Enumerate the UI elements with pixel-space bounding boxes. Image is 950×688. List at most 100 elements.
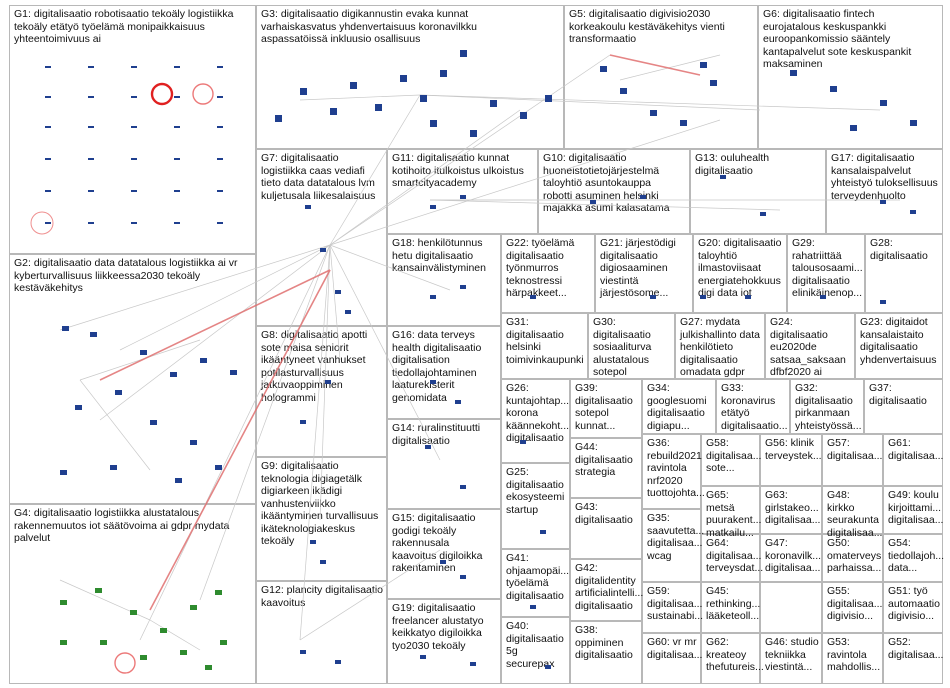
group-label-g1: G1: digitalisaatio robotisaatio tekoäly … [14,8,234,45]
node-marker [350,82,357,89]
group-label-g57: G57: digitalisaa... [827,437,883,462]
node-marker [620,88,627,94]
node-marker [420,95,427,102]
node-marker [700,295,706,299]
node-marker [430,205,436,209]
group-label-g59: G59: digitalisaa... sustainabi... [647,585,704,622]
node-marker [45,66,51,68]
node-marker [217,158,223,160]
node-marker [880,300,886,304]
group-box-g37: G37: digitalisaatio [864,379,943,434]
group-label-g47: G47: koronavilk... digitalisaa... [765,537,822,574]
group-label-g15: G15: digitalisaatio godigi tekoäly raken… [392,512,483,574]
node-marker [460,285,466,289]
group-label-g18: G18: henkilötunnus hetu digitalisaatio k… [392,237,486,274]
node-marker [430,295,436,299]
group-label-g46: G46: studio tekniikka viestintä... [765,636,819,673]
node-marker [545,95,552,102]
node-marker [820,295,826,299]
group-label-g33: G33: koronavirus etätyö digitalisaatio..… [721,382,788,432]
group-box-g27: G27: mydata julkishallinto data henkilöt… [675,313,765,379]
group-label-g19: G19: digitalisaatio freelancer alustatyo… [392,602,484,652]
node-marker [180,650,187,655]
group-label-g21: G21: järjestödigi digitalisaatio digiosa… [600,237,676,299]
group-label-g64: G64: digitalisaa... terveysdat... [706,537,764,574]
group-box-g25: G25: digitalisaatio ekosysteemi startup [501,463,570,549]
node-marker [320,560,326,564]
node-marker [45,222,51,224]
node-marker [375,104,382,111]
group-label-g39: G39: digitalisaatio sotepol kunnat... [575,382,633,432]
group-label-g17: G17: digitalisaatio kansalaispalvelut yh… [831,152,938,202]
node-marker [230,370,237,375]
node-marker [174,66,180,68]
group-box-g7: G7: digitalisaatio logistiikka caas vedi… [256,149,387,326]
node-marker [174,222,180,224]
node-marker [200,358,207,363]
group-box-g20: G20: digitalisaatio taloyhtiö ilmastovii… [693,234,787,313]
group-box-g50: G50: omaterveys parhaissa... [822,534,883,582]
group-box-g45-lower [760,582,822,633]
group-label-g54: G54: tiedollajoh... data... [888,537,945,574]
group-label-g55: G55: digitalisaa... digivisio... [827,585,883,622]
node-marker [217,126,223,128]
group-box-g23: G23: digitaidot kansalaistaito digitalis… [855,313,943,379]
node-marker [131,222,137,224]
node-marker [530,295,536,299]
group-box-g42: G42: digitalidentity artificialintelli..… [570,559,643,621]
node-marker [88,126,94,128]
group-box-g57: G57: digitalisaa... [822,434,883,486]
group-box-g53: G53: ravintola mahdollis... [822,633,883,684]
group-box-g22: G22: työelämä digitalisaatio työnmurros … [501,234,595,313]
group-label-g43: G43: digitalisaatio [575,501,633,526]
group-box-g60: G60: vr mr digitalisaa... [642,633,702,684]
node-marker [174,158,180,160]
group-box-g14: G14: ruralinstituutti digitalisaatio [387,419,501,509]
node-marker [460,195,466,199]
node-marker [170,372,177,377]
group-label-g45: G45: rethinking... lääketeoll... [706,585,761,622]
group-box-g63: G63: girlstakeo... digitalisaa... [760,486,822,534]
node-marker [174,126,180,128]
group-label-g52: G52: digitalisaa... [888,636,944,661]
node-marker [160,628,167,633]
node-marker [305,205,311,209]
group-label-g26: G26: kuntajohtap... korona käännekoht...… [506,382,570,444]
group-box-g55: G55: digitalisaa... digivisio... [822,582,883,633]
node-marker [217,222,223,224]
node-marker [45,190,51,192]
node-marker [174,96,180,98]
group-label-g65: G65: metsä puurakent... matkailu... [706,489,762,539]
group-box-g41: G41: ohjaamopäi... työelämä digitalisaat… [501,549,570,617]
group-label-g8: G8: digitalisaatio apotti sote maisa sen… [261,329,368,404]
group-label-g12: G12: plancity digitalisaatio kaavoitus [261,584,383,609]
node-marker [190,605,197,610]
group-box-g59: G59: digitalisaa... sustainabi... [642,582,704,633]
group-box-g58: G58: digitalisaa... sote... [701,434,761,486]
group-box-g38: G38: oppiminen digitalisaatio [570,621,642,684]
node-marker [910,210,916,214]
group-label-g49: G49: koulu kirjoittami... digitalisaa... [888,489,944,526]
node-marker [60,640,67,645]
node-marker [215,590,222,595]
node-marker [100,640,107,645]
group-box-g47: G47: koronavilk... digitalisaa... [760,534,822,582]
node-marker [420,655,426,659]
group-box-g36: G36: rebuild2021 ravintola nrf2020 tuott… [642,434,705,509]
group-label-g9: G9: digitalisaatio teknologia digiagetäl… [261,460,379,547]
group-label-g48: G48: kirkko seurakunta digitalisaa... [827,489,883,539]
group-box-g24: G24: digitalisaatio eu2020de satsaa_saks… [765,313,855,379]
group-box-g34: G34: googlesuomi digitalisaatio digiapu.… [642,379,716,434]
node-marker [910,120,917,126]
group-label-g50: G50: omaterveys parhaissa... [827,537,882,574]
group-label-g31: G31: digitalisaatio helsinki toimivinkau… [506,316,584,366]
node-marker [490,100,497,107]
node-marker [60,600,67,605]
group-label-g62: G62: kreateoy thefutureis... [706,636,764,673]
node-marker [460,485,466,489]
group-box-g44: G44: digitalisaatio strategia [570,438,642,498]
node-marker [275,115,282,122]
node-marker [131,126,137,128]
group-label-g10: G10: digitalisaatio huoneistotietojärjes… [543,152,670,214]
